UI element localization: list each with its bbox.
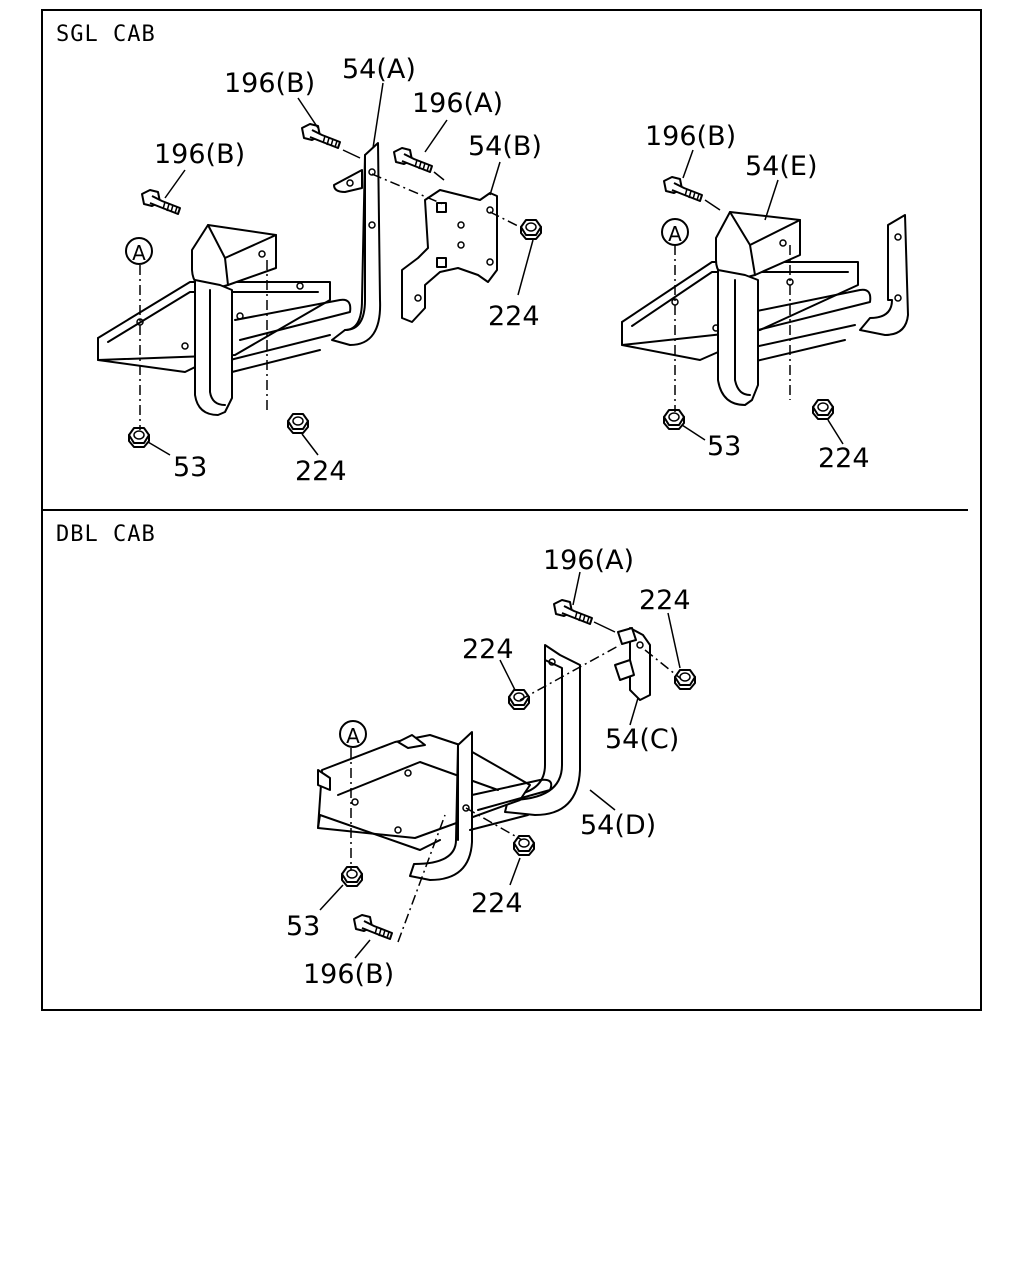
nut-224-dbl-right (674, 669, 696, 690)
label-53-dbl: 53 (286, 911, 320, 942)
label-196b-lower: 196(B) (154, 139, 245, 170)
bolt-196b-upper (301, 123, 341, 149)
label-196b-upper: 196(B) (224, 68, 315, 99)
label-196a-dbl: 196(A) (543, 545, 634, 576)
label-53-right: 53 (707, 431, 741, 462)
ref-a-label-dbl: A (346, 724, 360, 748)
hanger-54d (504, 644, 581, 816)
label-196a: 196(A) (412, 88, 503, 119)
nut-53-right (663, 409, 685, 430)
nut-224-right (520, 219, 542, 240)
bolt-196a (393, 147, 433, 173)
label-53: 53 (173, 452, 207, 483)
nut-53 (128, 427, 150, 448)
step-cover-left (191, 224, 277, 291)
label-54e: 54(E) (745, 151, 817, 182)
label-224-right: 224 (488, 301, 540, 332)
reference-a-marker-right (661, 218, 689, 246)
ref-a-label: A (132, 241, 146, 265)
label-224-dbl-bottom: 224 (471, 888, 523, 919)
label-224-right-assembly: 224 (818, 443, 870, 474)
label-224-dbl-left: 224 (462, 634, 514, 665)
label-54b: 54(B) (468, 131, 542, 162)
bracket-54a (331, 142, 382, 346)
label-54a: 54(A) (342, 54, 416, 85)
nut-224-right-assembly (812, 399, 834, 420)
bolt-196b-right (663, 176, 703, 202)
reference-a-marker (125, 237, 153, 265)
bracket-54c (629, 627, 651, 701)
reference-a-marker-dbl (339, 720, 367, 748)
section-header-sgl-cab: SGL CAB (56, 22, 156, 47)
nut-224-bottom (287, 413, 309, 434)
bolt-196b-lower (141, 189, 181, 215)
nut-53-dbl (341, 866, 363, 887)
nut-224-dbl-left (508, 689, 530, 710)
dbl-cab-assembly: A 196(A) 224 224 54(C) 54(D) 224 53 196(… (286, 545, 696, 990)
label-54d: 54(D) (580, 810, 656, 841)
label-54c: 54(C) (605, 724, 679, 755)
label-196b-dbl: 196(B) (303, 959, 394, 990)
bracket-54b (401, 189, 498, 323)
sgl-cab-right-assembly: A 196(B) 54(E) 53 224 (621, 121, 909, 474)
bolt-196b-dbl (353, 914, 393, 940)
label-196b-right: 196(B) (645, 121, 736, 152)
section-header-dbl-cab: DBL CAB (56, 522, 156, 547)
sgl-cab-left-assembly: A 196(B) 54(A) 196(A) 54(B) 196(B) 224 5… (97, 54, 542, 487)
label-224-dbl-right: 224 (639, 585, 691, 616)
label-224-bottom: 224 (295, 456, 347, 487)
ref-a-label-right: A (668, 222, 682, 246)
nut-224-dbl-bottom (513, 835, 535, 856)
